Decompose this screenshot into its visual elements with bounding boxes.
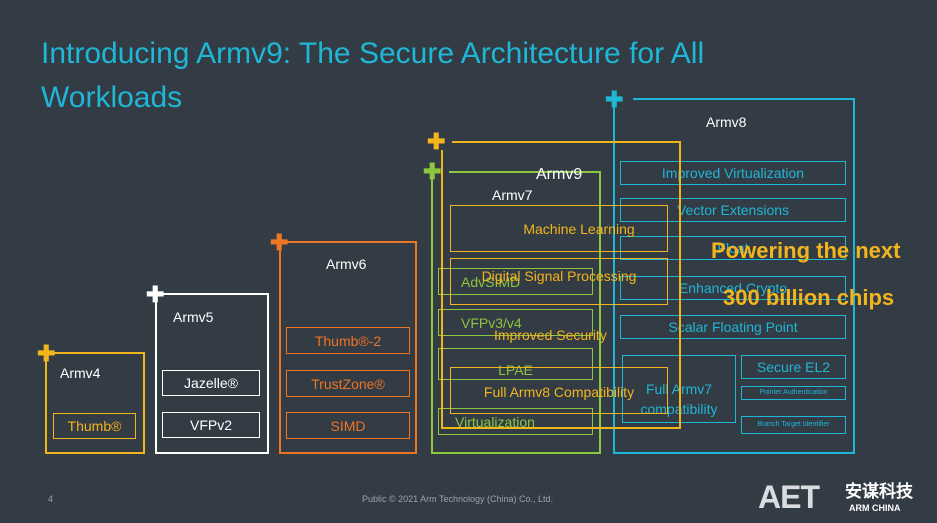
armv7-bracket (431, 171, 601, 454)
footer-copyright: Public © 2021 Arm Technology (China) Co.… (362, 494, 554, 504)
armv6-bracket (279, 241, 417, 454)
armv7-top-line (449, 171, 601, 173)
armv8-feature-pointer-authentication: Pointer Authentication (741, 386, 846, 400)
armv9-feature-improved-security: Improved Security (494, 327, 607, 343)
armv5-bracket (155, 293, 269, 454)
armv4-baseline (45, 452, 145, 454)
armv7-feature-lpae: LPAE (438, 348, 593, 380)
armv9-feature-machine-learning: Machine Learning (450, 205, 668, 252)
armv7-feature-virtualization: Virtualization (438, 408, 593, 435)
armv7-baseline (431, 452, 601, 454)
armv8-feature-scalar-floating-point: Scalar Floating Point (620, 315, 846, 339)
armv5-feature-jazelle: Jazelle® (162, 370, 260, 396)
armv9-feature-full-armv8-compat: Full Armv8 Compatibility (450, 367, 668, 414)
slide-title: Introducing Armv9: The Secure Architectu… (41, 37, 705, 114)
armv9-right-edge (679, 141, 681, 429)
armv8-feature-improved-virtualization: Improved Virtualization (620, 161, 846, 185)
armv9-label: Armv9 (536, 166, 583, 183)
armv8-feature-branch-target-identifier: Branch Target Identifier (741, 416, 846, 434)
armv9-plus-icon: ✚ (427, 129, 446, 154)
logo-cn: 安谋科技 (845, 482, 913, 501)
page-number: 4 (48, 494, 54, 504)
armv9-feature-dsp: Digital Signal Processing (450, 258, 668, 305)
armv6-feature-trustzone: TrustZone® (286, 370, 410, 397)
armv9-baseline (441, 427, 681, 429)
tagline-line2: 300 billion chips (723, 285, 895, 310)
armv8-feature-float: Float (620, 236, 846, 260)
armv9-left-edge (441, 150, 443, 428)
armv8-bracket (613, 98, 855, 454)
armv8-label: Armv8 (706, 114, 747, 130)
armv8-feature-secure-el2: Secure EL2 (741, 355, 846, 379)
armv8-feature-enhanced-crypto: Enhanced Crypto (620, 276, 846, 300)
armv6-baseline (279, 452, 417, 454)
armv4-bracket (45, 352, 145, 454)
armv7-label: Armv7 (492, 187, 533, 203)
armv6-label: Armv6 (326, 256, 367, 272)
armv8-top-line (633, 98, 855, 100)
armv6-feature-thumb2: Thumb®-2 (286, 327, 410, 354)
armv8-baseline (613, 452, 855, 454)
logo-sub: ARM CHINA (849, 503, 901, 513)
tagline-line1: Powering the next (711, 238, 901, 263)
armv7-feature-advsimd: AdvSIMD (438, 268, 593, 295)
armv5-label: Armv5 (173, 309, 214, 325)
armv5-feature-vfpv2: VFPv2 (162, 412, 260, 438)
armv8-feature-vector-extensions: Vector Extensions (620, 198, 846, 222)
armv4-feature-thumb: Thumb® (53, 413, 136, 439)
armv9-top-line (452, 141, 680, 143)
armv7-feature-vfpv3-v4: VFPv3/v4 (438, 309, 593, 336)
logo-latin: AET (758, 479, 820, 515)
armv6-feature-simd: SIMD (286, 412, 410, 439)
armv4-label: Armv4 (60, 365, 101, 381)
armv5-baseline (155, 452, 269, 454)
